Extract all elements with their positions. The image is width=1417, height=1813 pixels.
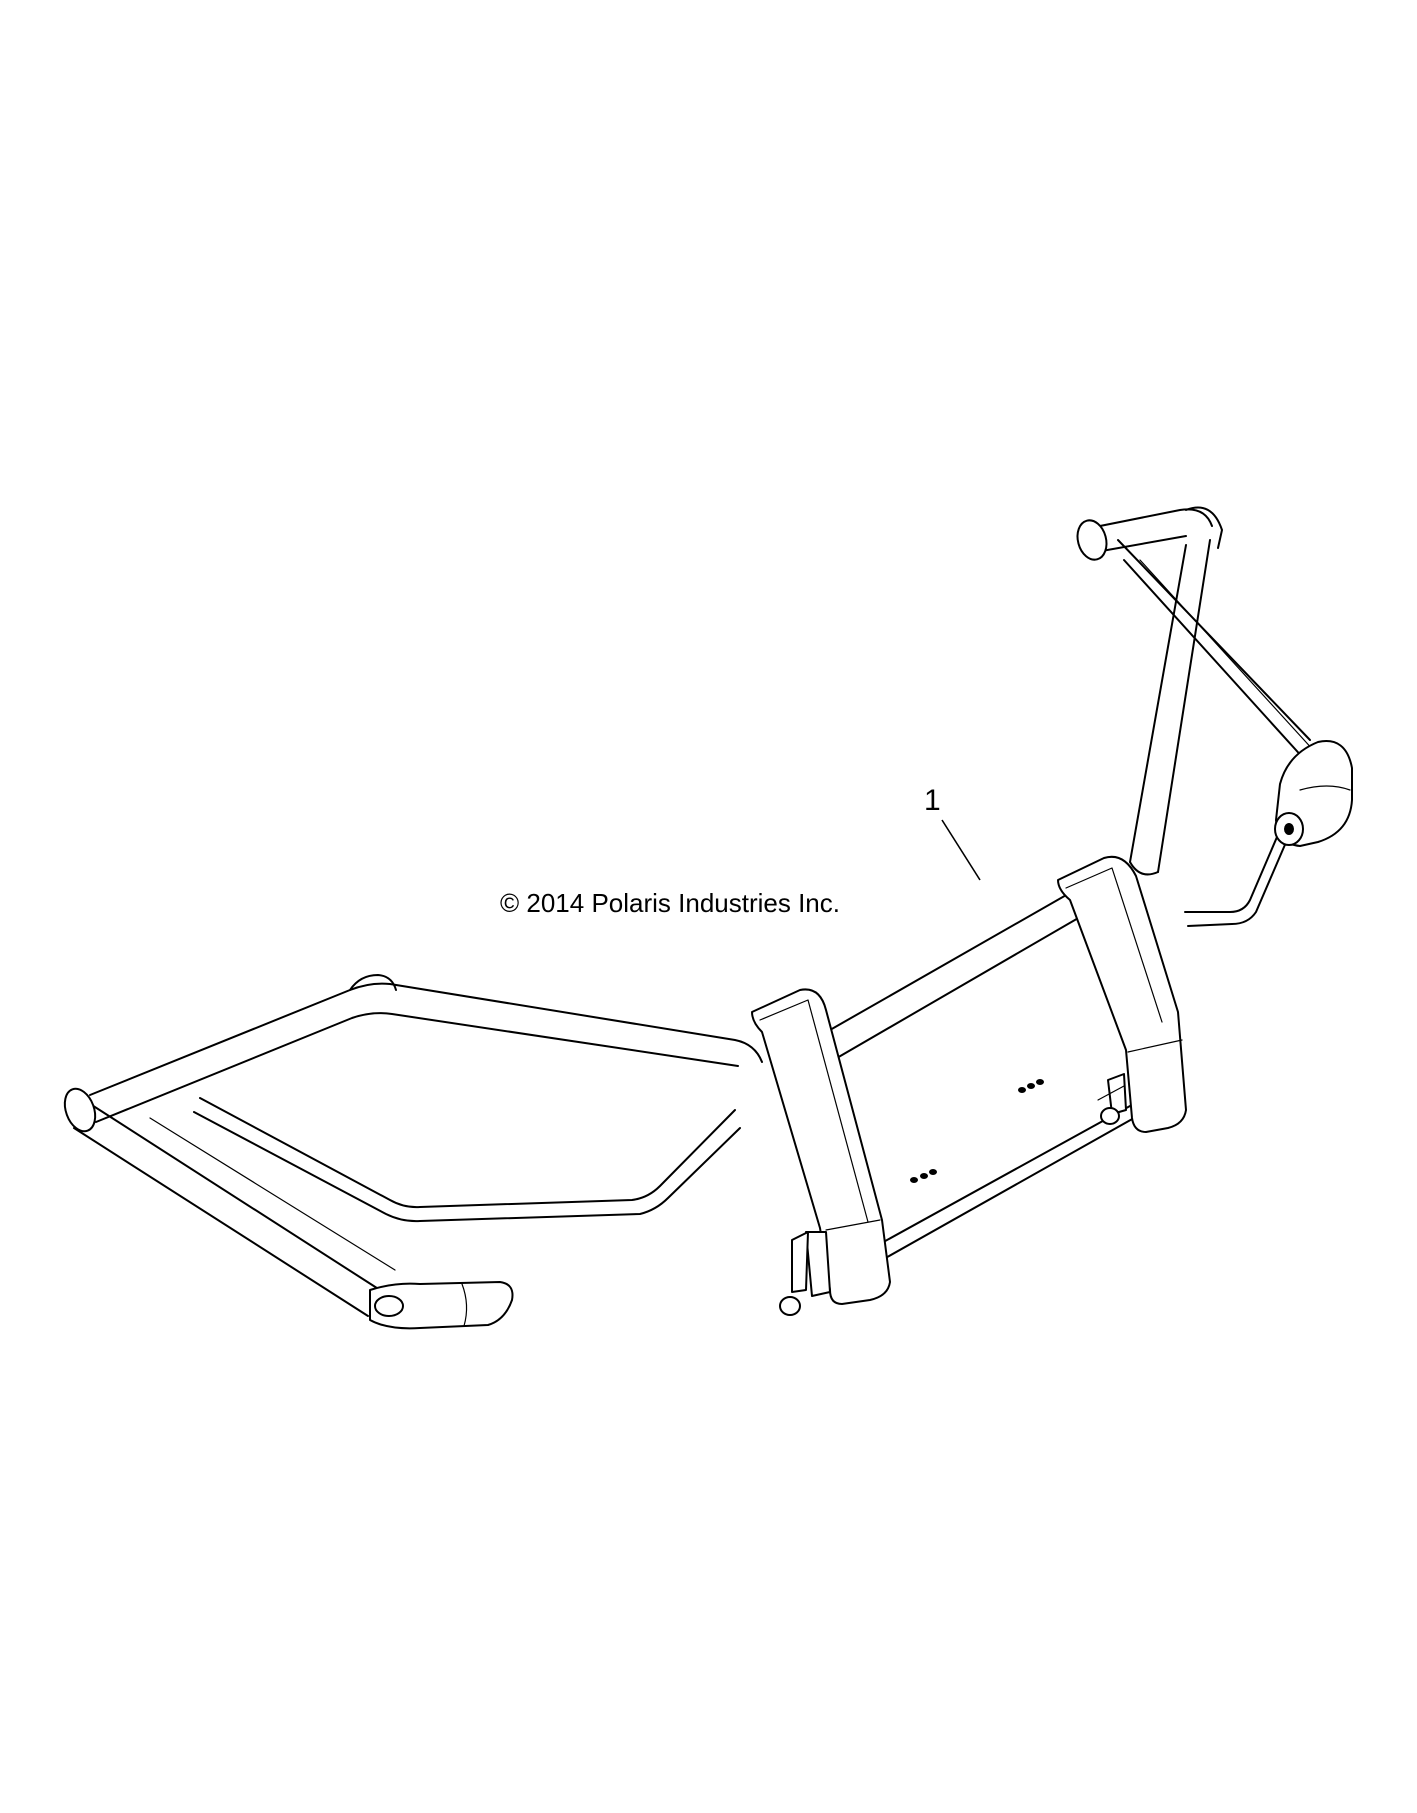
- right-wing-tube: [1076, 506, 1353, 927]
- callout-label-1: 1: [924, 784, 941, 817]
- left-wing-tube: [63, 974, 763, 1330]
- callout-leader-1: [941, 819, 981, 881]
- left-upright-bracket: [751, 988, 891, 1316]
- right-upright-bracket: [1057, 855, 1187, 1133]
- center-bar: [829, 869, 1135, 1261]
- copyright-notice: © 2014 Polaris Industries Inc.: [500, 888, 840, 918]
